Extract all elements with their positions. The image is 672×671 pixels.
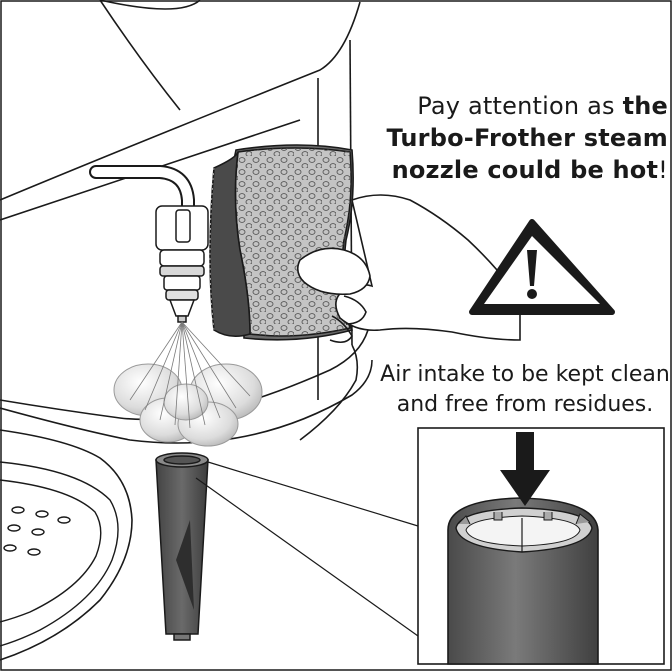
steam-nozzle [155,205,209,323]
air-intake-note: Air intake to be kept clean and free fro… [380,360,670,420]
warning-triangle-icon [469,219,615,315]
warning-bold-line-2: Turbo-Frother steam [386,124,668,152]
drip-tray [0,461,119,647]
air-intake-inset [417,427,665,665]
warning-bold-line-3: nozzle could be hot [391,156,659,184]
warning-end-mark: ! [658,156,668,184]
note-line-1: Air intake to be kept clean [380,362,670,387]
steam-spray [113,321,263,447]
down-arrow-icon [500,432,550,506]
note-line-2: and free from residues. [396,392,654,417]
sponge [209,144,354,341]
steam-pipe [89,165,195,213]
frother-tube [155,452,209,641]
leader-lines [195,461,419,637]
warning-intro: Pay attention as [417,92,615,120]
warning-bold-word: the [622,92,668,120]
hot-nozzle-warning: Pay attention as the Turbo-Frother steam… [368,90,668,186]
